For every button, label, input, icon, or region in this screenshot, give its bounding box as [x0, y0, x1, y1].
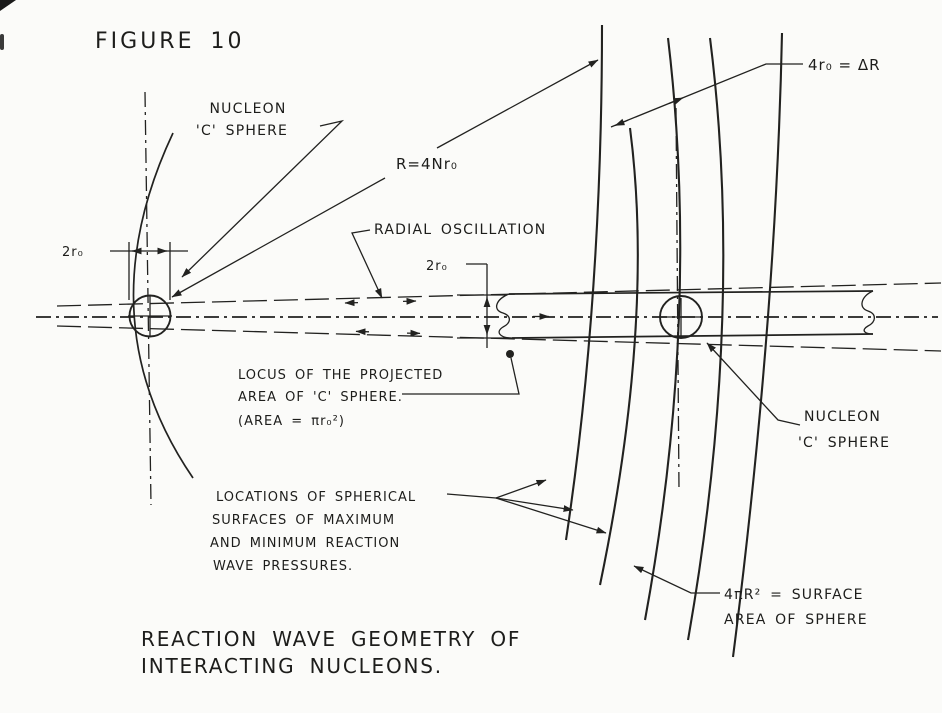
left-nucleon-label-line1: NUCLEON: [209, 101, 286, 117]
left-wave-arc-through-nucleon: [132, 132, 194, 479]
wave-arc-1: [564, 24, 604, 541]
extension-lines: [128, 242, 171, 300]
locus-leader-line: [402, 357, 520, 395]
radius-line-outer: [436, 59, 599, 149]
locations-label-line1: LOCATIONS OF SPHERICAL: [216, 490, 416, 505]
wave-arc-3: [643, 37, 682, 621]
left-nucleon-label-leader: [181, 119, 345, 278]
right-break-squiggle: [861, 290, 876, 335]
cylinder-top-edge: [508, 290, 874, 295]
surface-area-label-leader: [633, 565, 720, 594]
left-diameter-dimension: [110, 242, 188, 300]
delta-r-leader: [610, 63, 803, 128]
fork-arrow-1: [495, 479, 547, 499]
radius-equation-label: R=4Nr₀: [396, 155, 458, 173]
right-nucleon-circle: [659, 295, 703, 339]
radial-oscillation-label: RADIAL OSCILLATION: [374, 222, 546, 238]
figure-title: FIGURE 10: [95, 29, 244, 54]
surface-area-label-line2: AREA OF SPHERE: [724, 612, 868, 628]
fork-arrow-2: [495, 497, 574, 512]
locations-label-line4: WAVE PRESSURES.: [213, 559, 353, 574]
locus-label-line1: LOCUS OF THE PROJECTED: [238, 368, 443, 383]
radius-line-inner: [171, 177, 386, 298]
locations-label-fork: [446, 479, 607, 534]
locus-label-leader: [402, 350, 520, 395]
left-diameter-label: 2r₀: [62, 245, 84, 260]
left-nucleon-sphere: [128, 91, 194, 506]
locations-label-line3: AND MINIMUM REACTION: [210, 536, 400, 551]
locus-cylinder: [495, 290, 876, 339]
extension-ticks: [457, 294, 509, 339]
delta-r-annotation: [610, 63, 803, 128]
right-nucleon-label-line2: 'C' SPHERE: [798, 435, 890, 451]
locations-label-line2: SURFACES OF MAXIMUM: [212, 513, 395, 528]
right-nucleon-sphere: [659, 107, 703, 491]
surface-area-label-line1: 4πR² = SURFACE: [724, 587, 864, 603]
left-break-squiggle: [495, 293, 513, 339]
wave-arc-5: [731, 32, 784, 658]
delta-r-arrow-inner: [614, 118, 629, 127]
radial-oscillation-leader: [351, 229, 383, 299]
right-nucleon-label-leader: [706, 342, 801, 426]
radius-annotation: [171, 59, 599, 298]
scan-corner-artifacts: [0, 0, 16, 50]
delta-r-equation-label: 4r₀ = ΔR: [808, 56, 881, 74]
fork-stem: [446, 493, 497, 499]
left-nucleon-label-line2: 'C' SPHERE: [196, 123, 288, 139]
caption-line2: INTERACTING NUCLEONS.: [141, 654, 443, 678]
wave-arc-2: [598, 127, 639, 586]
left-vertical-centerline: [144, 91, 152, 506]
right-nucleon-label-line1: NUCLEON: [804, 409, 881, 425]
dimension-bracket: [466, 263, 488, 348]
right-vertical-centerline: [675, 107, 680, 491]
delta-r-arrow-outer: [668, 97, 684, 105]
locus-leader-dot: [506, 350, 514, 358]
mid-diameter-label: 2r₀: [426, 259, 448, 274]
caption-line1: REACTION WAVE GEOMETRY OF: [141, 627, 521, 651]
wave-arc-4: [686, 37, 725, 641]
locus-label-line2: AREA OF 'C' SPHERE.: [238, 390, 403, 405]
right-nucleon-crosshair: [661, 298, 701, 336]
locus-label-line3: (AREA = πr₀²): [238, 414, 345, 429]
mid-diameter-dimension: [457, 263, 509, 348]
cylinder-bottom-edge: [511, 333, 874, 339]
fork-arrow-3: [495, 497, 607, 534]
left-nucleon-crosshair: [128, 295, 172, 337]
